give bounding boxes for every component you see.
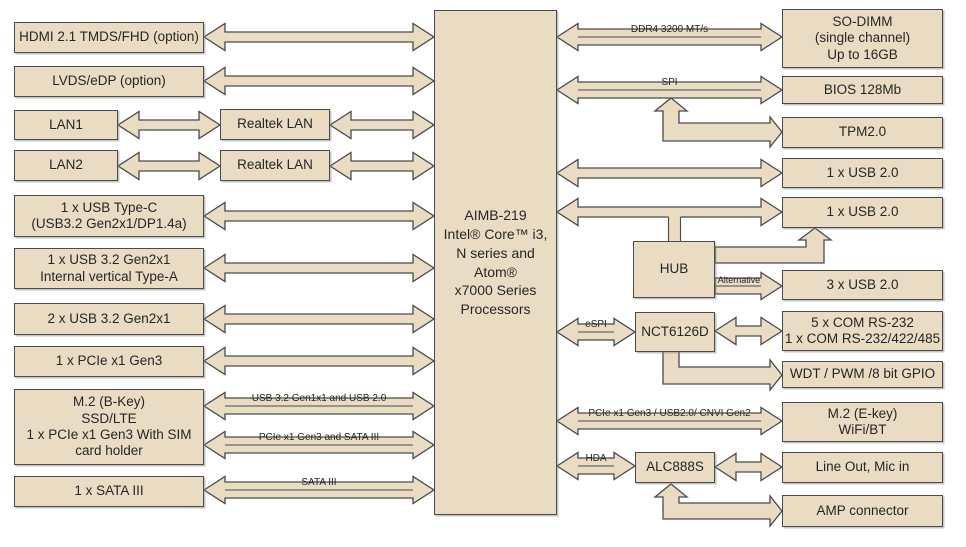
hub-stem: [668, 216, 681, 242]
node-sata: 1 x SATA III: [14, 476, 204, 507]
arrow-phy2-cpu: [328, 151, 436, 181]
arrow-lan1-phy: [116, 110, 222, 140]
arrow-pcie-x1: [202, 346, 436, 376]
node-usb32-dual: 2 x USB 3.2 Gen2x1: [14, 303, 204, 335]
node-amp: AMP connector: [782, 495, 943, 527]
arrow-superio-wdt-branch: [662, 350, 783, 392]
bus-label-alternative: Alternative: [717, 275, 761, 285]
node-audio-codec: ALC888S: [635, 452, 715, 483]
node-com-ports: 5 x COM RS-232 1 x COM RS-232/422/485: [782, 311, 943, 351]
node-usb20-a: 1 x USB 2.0: [782, 158, 943, 188]
arrow-usb20-a: [555, 158, 784, 188]
bus-label-m2-pcie: PCIe x1 Gen3 and SATA III: [258, 432, 380, 443]
node-lan2: LAN2: [14, 150, 118, 181]
node-usb20-b: 1 x USB 2.0: [782, 197, 943, 228]
node-cpu: AIMB-219 Intel® Core™ i3, N series and A…: [434, 10, 557, 515]
node-usb32-internal: 1 x USB 3.2 Gen2x1 Internal vertical Typ…: [14, 248, 204, 289]
node-usb-hub: HUB: [633, 241, 715, 298]
bus-label-ddr4: DDR4 3200 MT/s: [630, 24, 709, 35]
arrow-spi-tpm-branch: [653, 97, 783, 149]
arrow-lvds: [202, 66, 436, 96]
bus-label-sata: SATA III: [301, 477, 337, 488]
bus-label-spi: SPI: [661, 77, 678, 88]
arrow-hdmi: [202, 22, 436, 52]
node-bios: BIOS 128Mb: [782, 76, 943, 104]
node-m2-ekey: M.2 (E-key) WiFi/BT: [782, 402, 943, 442]
arrow-usb32-internal: [202, 253, 436, 283]
node-lan1: LAN1: [14, 110, 118, 140]
bus-label-espi: eSPI: [585, 319, 607, 330]
node-tpm: TPM2.0: [782, 117, 943, 148]
node-wdt-gpio: WDT / PWM /8 bit GPIO: [782, 361, 943, 388]
bus-label-cnvi: PCIe x1 Gen3 / USB2.0/ CNVI Gen2: [588, 408, 751, 419]
node-realtek-lan-2: Realtek LAN: [220, 150, 330, 181]
bus-label-hda: HDA: [585, 453, 607, 464]
node-hdmi: HDMI 2.1 TMDS/FHD (option): [14, 22, 204, 53]
node-lvds: LVDS/eDP (option): [14, 66, 204, 97]
node-usb20-triple: 3 x USB 2.0: [782, 270, 943, 300]
node-super-io: NCT6126D: [635, 312, 715, 352]
arrow-phy1-cpu: [328, 110, 436, 140]
arrow-usb32-dual: [202, 304, 436, 334]
node-m2-bkey: M.2 (B-Key) SSD/LTE 1 x PCIe x1 Gen3 Wit…: [14, 389, 204, 465]
arrow-usb-type-c: [202, 201, 436, 231]
node-lineout: Line Out, Mic in: [782, 452, 943, 483]
arrow-codec-amp-branch: [653, 483, 783, 528]
node-pcie-x1: 1 x PCIe x1 Gen3: [14, 346, 204, 377]
node-usb-type-c: 1 x USB Type-C (USB3.2 Gen2x1/DP1.4a): [14, 195, 204, 237]
arrow-codec-lineout: [713, 452, 784, 482]
bus-label-m2-usb: USB 3.2 Gen1x1 and USB 2.0: [251, 393, 387, 404]
arrow-superio-com: [713, 316, 784, 346]
arrow-lan2-phy: [116, 151, 222, 181]
arrow-hub-usb20-branch: [714, 227, 833, 264]
node-realtek-lan-1: Realtek LAN: [220, 109, 330, 140]
node-sodimm: SO-DIMM (single channel) Up to 16GB: [782, 9, 943, 68]
